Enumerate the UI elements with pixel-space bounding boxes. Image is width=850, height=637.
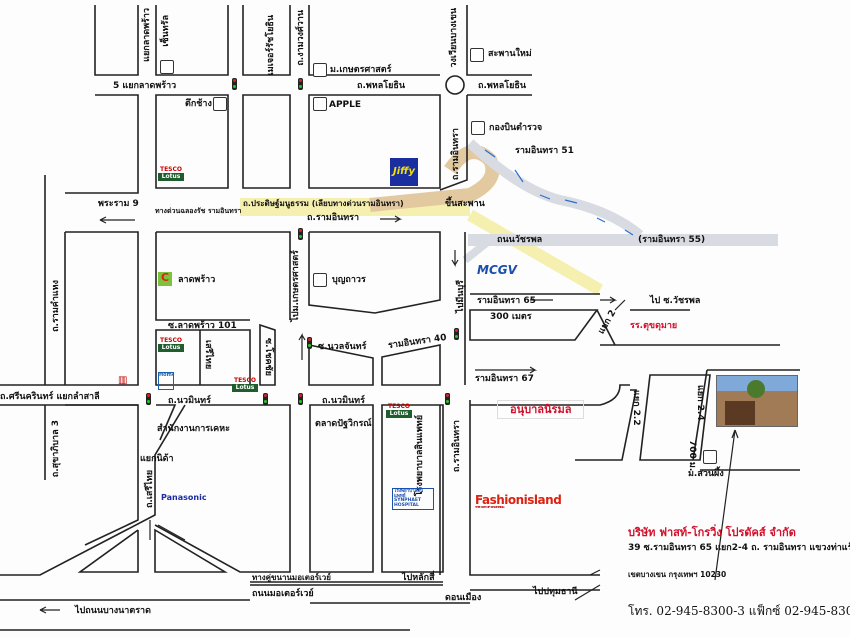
road-label: พระราม 9	[98, 199, 139, 209]
company-district: เขตบางเขน กรุงเทพฯ 10230	[628, 570, 727, 579]
traffic-light-icon	[454, 328, 459, 340]
landmark-label: ม.เกษตรศาสตร์	[330, 65, 392, 75]
traffic-light-icon	[146, 393, 151, 405]
landmark-marker	[471, 121, 485, 135]
road-label: ถ.รามอินทรา	[451, 128, 461, 181]
road-label: แยกลาดพร้าว	[142, 8, 152, 62]
traffic-light-icon	[298, 393, 303, 405]
road-label: ทางคู่ขนานมอเตอร์เวย์	[252, 573, 331, 582]
road-label: ถนนมอเตอร์เวย์	[252, 589, 314, 599]
road-label: ซ.โชคชัย	[263, 338, 273, 376]
road-label: ถ.รามอินทรา	[452, 420, 462, 473]
traffic-light-icon	[298, 228, 303, 240]
road-label: ขึ้นสะพาน	[445, 199, 485, 209]
landmark-marker	[313, 273, 327, 287]
road-label: วงเวียนบางเขน	[449, 8, 459, 68]
road-label: ไป ซ.วัชรพล	[650, 296, 701, 306]
route-arrows	[484, 149, 634, 236]
landmark-label: สะพานใหม่	[488, 49, 532, 59]
landmark-label: APPLE	[329, 100, 362, 110]
road-label: ไปถนนบางนาตราด	[75, 606, 151, 616]
road-label: รามอินทรา 51	[515, 146, 574, 156]
road-label: ถ.เสรีไทย	[145, 470, 155, 509]
road-label: ถ.พหลโยธิน	[478, 81, 527, 91]
road-label: (รามอินทรา 55)	[638, 235, 706, 245]
road-label: ถ.ศรีนครินทร์ แยกลำสาลี	[0, 392, 100, 402]
road-label: ไปมีนบุรี	[456, 280, 466, 313]
landmark-label: ตลาดปัฐวิกรณ์	[315, 419, 372, 429]
road-label: เซ็นทรัล	[161, 15, 171, 47]
road-label: รามอินทรา 67	[475, 374, 534, 384]
road-label: ซ.นวลจันทร์	[318, 342, 367, 352]
road-label: เมเจอร์รัชโยธิน	[266, 15, 276, 76]
road-label: ถ.ประดิษฐ์มนูธรรม (เลียบทางด่วนรามอินทรา…	[243, 199, 404, 208]
synphaet-logo: โรงพยาบาลสินแพทย์ SYNPHAET HOSPITAL	[392, 488, 434, 510]
landmark-label: สำนักงานการเคหะ	[157, 424, 230, 434]
road-label: ถนนวัชรพล	[497, 235, 543, 245]
landmark-label: โรงพยาบาลสินแพทย์	[415, 415, 425, 497]
company-building-photo	[716, 375, 798, 427]
traffic-light-icon	[445, 393, 450, 405]
road-label: แยก 2.2	[631, 390, 641, 426]
road-label: ซ.ลาดพร้าว 101	[168, 321, 237, 331]
landmark-label: บุญถาวร	[332, 275, 366, 285]
road-label: 300 เมตร	[490, 312, 532, 322]
watcharaphon-highlight	[462, 139, 778, 264]
traffic-light-icon	[263, 393, 268, 405]
road-label: รามอินทรา 65	[477, 296, 536, 306]
big-c-logo: C	[158, 272, 172, 286]
mcgv-logo: MCGV	[477, 263, 517, 277]
direction-arrows	[39, 215, 739, 614]
landmark-marker	[703, 450, 717, 464]
road-label: ถ.รามคำแหง	[51, 280, 61, 332]
road-label: 700 ม.	[687, 440, 697, 472]
road-label: ถ.นวมินทร์	[168, 396, 211, 406]
city-blocks	[0, 5, 800, 631]
road-label: ไปปทุมธานี	[533, 587, 578, 597]
landmark-label: ลาดพร้าว	[178, 275, 216, 285]
landmark-marker	[313, 97, 327, 111]
bang-khen-roundabout	[445, 75, 465, 95]
road-label: ทางด่วนฉลองรัช รามอินทรา	[155, 207, 242, 215]
road-label: เสรีไทย	[203, 340, 213, 370]
company-name: บริษัท ฟาสท์-โกรวิ่ง โปรดัคส์ จำกัด	[628, 526, 796, 539]
traffic-light-icon	[232, 78, 237, 90]
school-label: รร.ตุขดุมาย	[630, 321, 678, 331]
landmark-label: กองบินตำรวจ	[489, 123, 543, 133]
traffic-light-icon	[298, 78, 303, 90]
landmark-marker	[160, 60, 174, 74]
road-label: ดอนเมือง	[445, 593, 482, 603]
road-label: ถ.สุขาภิบาล 3	[51, 420, 61, 478]
landmark-marker	[213, 97, 227, 111]
company-address: 39 ซ.รามอินทรา 65 แยก2-4 ถ. รามอินทรา แข…	[628, 543, 850, 553]
panasonic-logo: Panasonic	[161, 493, 207, 502]
road-label: ถ.รามอินทรา	[307, 213, 360, 223]
road-label: ไปม.เกษตรศาสตร์	[291, 250, 301, 322]
landmark-marker	[313, 63, 327, 77]
homepro-logo: HomePro	[158, 372, 174, 390]
road-label: แยก 2.4	[695, 385, 705, 421]
home-store-logo: ▥	[118, 375, 128, 386]
jiffy-logo: Jiffy	[390, 158, 418, 186]
traffic-light-icon	[307, 337, 312, 349]
landmark-label: ตึกช้าง	[185, 99, 212, 109]
landmark-label: ม.สวนผึ้ง	[688, 469, 724, 479]
road-label: ถ.พหลโยธิน	[357, 81, 406, 91]
road-label: 5 แยกลาดพร้าว	[113, 81, 177, 91]
road-label: ถ.งามวงศ์วาน	[296, 10, 306, 66]
road-label: ถ.นวมินทร์	[322, 396, 365, 406]
landmark-marker	[470, 48, 484, 62]
kindergarten-label: อนุบาลนิรมล	[497, 400, 585, 419]
road-label: ไปหลักสี่	[402, 573, 435, 583]
company-contact: โทร. 02-945-8300-3 แฟ็กซ์ 02-945-8304	[628, 604, 850, 618]
road-label: แยกนิด้า	[140, 454, 174, 464]
